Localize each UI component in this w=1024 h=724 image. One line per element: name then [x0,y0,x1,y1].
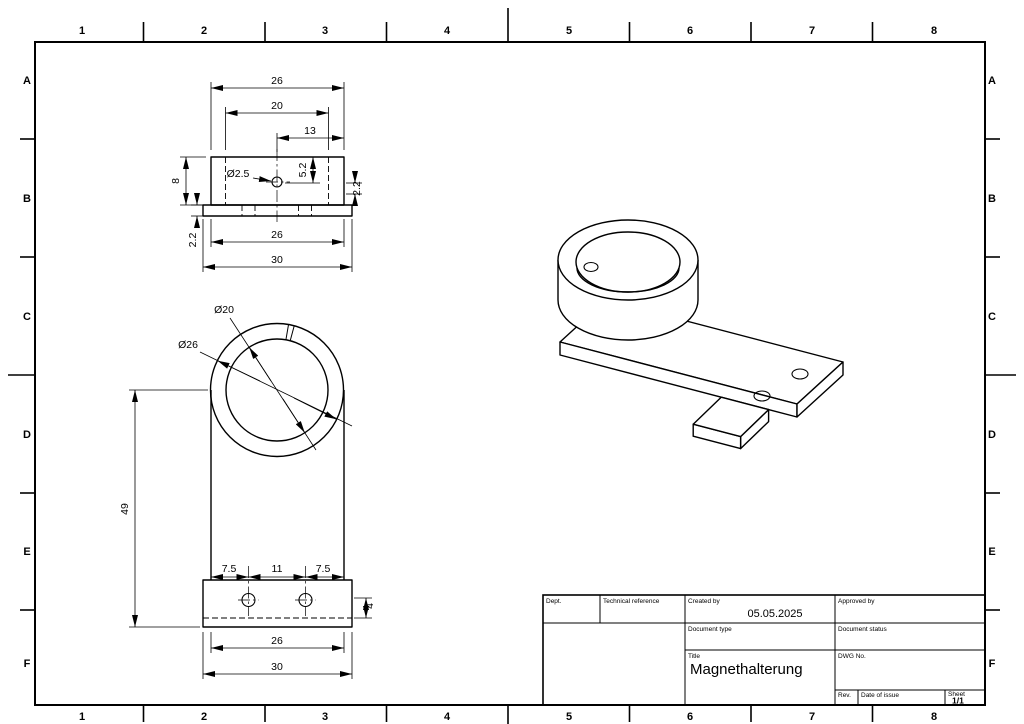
drawing-title: Magnethalterung [690,661,803,678]
grid-col-label: 5 [566,25,572,37]
view-isometric [557,219,844,450]
approved-by-label: Approved by [838,598,875,605]
dim-label: Ø26 [178,339,198,351]
grid-col-label: 6 [687,25,693,37]
grid-row-label: F [24,658,31,670]
title-label: Title [688,653,700,660]
grid-row-label: B [23,193,31,205]
document-type-label: Document type [688,626,732,633]
dim-label: 5.2 [297,163,309,178]
grid-col-label: 5 [566,711,572,723]
grid-row-label: C [23,311,31,323]
grid-col-label: 3 [322,25,328,37]
technical-reference-label: Technical reference [603,598,660,605]
grid-row-label: C [988,311,996,323]
dim-label: 4 [364,603,376,609]
dim-label: 49 [119,503,131,515]
grid-row-label: E [23,546,30,558]
grid-col-label: 7 [809,25,815,37]
dim-label: Ø2.5 [227,168,250,180]
grid-col-label: 2 [201,25,207,37]
dim-label: 8 [170,178,182,184]
dim-label: 26 [271,75,283,87]
dim-label: 30 [271,254,283,266]
sheet-value: 1/1 [952,696,964,706]
grid-row-label: A [988,75,996,87]
view-top: 26 20 13 8 Ø2.5 5.2 2.2 2.2 [170,75,363,272]
grid-row-label: D [23,429,31,441]
dim-label: Ø20 [214,304,234,316]
grid-row-label: E [988,546,995,558]
date-of-issue-label: Date of issue [861,692,899,699]
grid-row-label: A [23,75,31,87]
rev-label: Rev. [838,692,851,699]
grid-row-label: D [988,429,996,441]
grid-col-label: 7 [809,711,815,723]
grid-row-label: F [989,658,996,670]
sheet-label: Sheet [948,691,965,698]
grid-col-label: 4 [444,25,451,37]
sheet-frame: 1 2 3 4 5 6 7 8 1 2 3 4 5 6 7 8 A B C D … [8,8,1016,724]
grid-col-label: 8 [931,25,937,37]
dim-label: 30 [271,661,283,673]
grid-col-label: 3 [322,711,328,723]
dim-label: 7.5 [316,563,331,575]
grid-row-label: B [988,193,996,205]
grid-col-label: 2 [201,711,207,723]
dim-label: 26 [271,635,283,647]
dept-label: Dept. [546,598,562,605]
title-block: Dept. Technical reference Created by 05.… [542,594,986,706]
created-by-value: 05.05.2025 [747,608,802,620]
dim-label: 7.5 [222,563,237,575]
dwg-no-label: DWG No. [838,653,866,660]
grid-col-label: 8 [931,711,937,723]
dim-label: 26 [271,229,283,241]
grid-col-label: 1 [79,25,85,37]
document-status-label: Document status [838,626,888,633]
grid-col-label: 6 [687,711,693,723]
dim-label: 13 [304,125,316,137]
dim-label: 2.2 [351,181,363,196]
view-front: Ø26 Ø20 49 7.5 11 7.5 4 26 [119,304,376,679]
dim-label: 11 [272,563,283,575]
grid-col-label: 4 [444,711,451,723]
grid-col-label: 1 [79,711,85,723]
dim-label: 2.2 [187,233,199,248]
dim-label: 20 [271,100,283,112]
created-by-label: Created by [688,598,721,605]
